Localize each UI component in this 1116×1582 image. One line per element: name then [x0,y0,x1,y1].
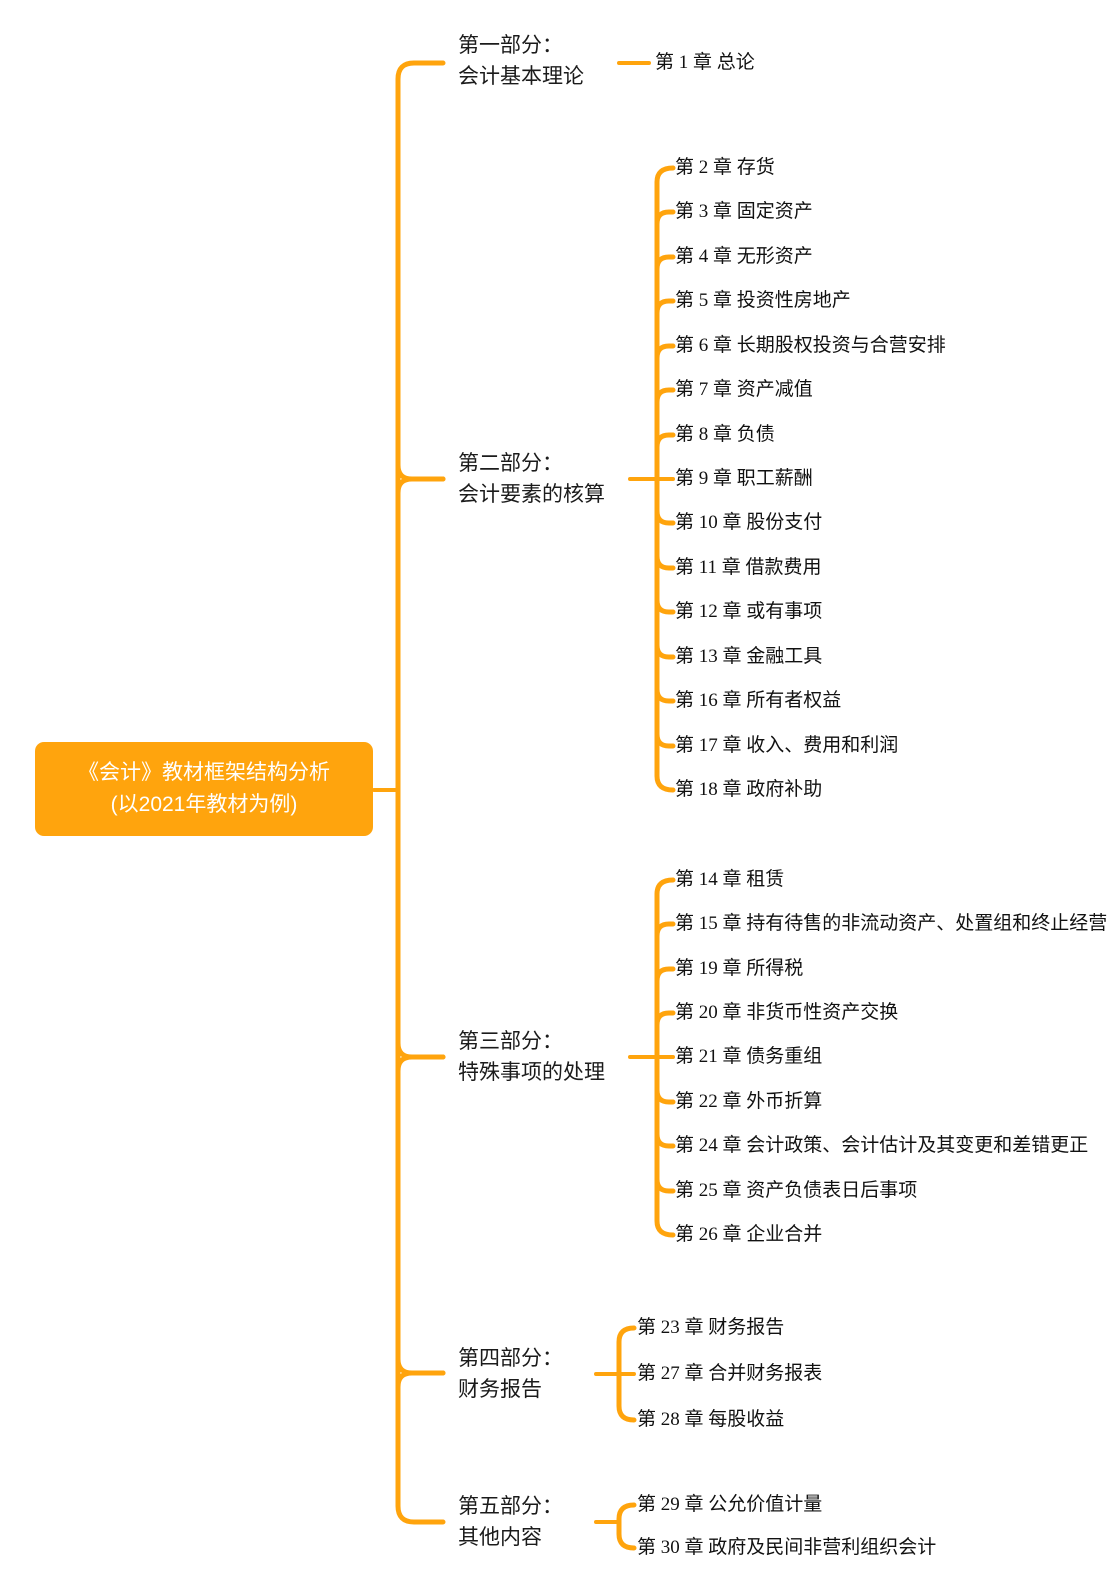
root-topic-node[interactable]: 《会计》教材框架结构分析 (以2021年教材为例) [35,742,373,836]
chapter-node[interactable]: 第 24 章 会计政策、会计估计及其变更和差错更正 [675,1135,1089,1156]
branch-node-part2[interactable]: 第二部分： 会计要素的核算 [458,448,605,510]
chapter-node[interactable]: 第 26 章 企业合并 [675,1224,823,1245]
chapter-node[interactable]: 第 22 章 外币折算 [675,1091,823,1112]
branch-node-part1[interactable]: 第一部分： 会计基本理论 [458,30,584,92]
chapter-node[interactable]: 第 13 章 金融工具 [675,646,823,667]
chapter-node[interactable]: 第 19 章 所得税 [675,958,804,979]
branch-node-part4[interactable]: 第四部分： 财务报告 [458,1343,563,1405]
chapter-node[interactable]: 第 11 章 借款费用 [675,557,822,578]
chapter-node[interactable]: 第 1 章 总论 [655,52,755,73]
branch-label-line2: 其他内容 [458,1526,542,1549]
branch-label-line2: 财务报告 [458,1378,542,1401]
branch-label-line1: 第五部分： [458,1495,563,1518]
chapter-node[interactable]: 第 27 章 合并财务报表 [637,1363,823,1384]
chapter-node[interactable]: 第 20 章 非货币性资产交换 [675,1002,899,1023]
chapter-node[interactable]: 第 9 章 职工薪酬 [675,468,813,489]
branch-label-line1: 第三部分： [458,1030,563,1053]
chapter-node[interactable]: 第 3 章 固定资产 [675,201,813,222]
chapter-node[interactable]: 第 25 章 资产负债表日后事项 [675,1180,918,1201]
chapter-node[interactable]: 第 8 章 负债 [675,424,775,445]
branch-label-line1: 第二部分： [458,452,563,475]
chapter-node[interactable]: 第 5 章 投资性房地产 [675,290,851,311]
chapter-node[interactable]: 第 7 章 资产减值 [675,379,813,400]
chapter-node[interactable]: 第 15 章 持有待售的非流动资产、处置组和终止经营 [675,913,1108,934]
chapter-node[interactable]: 第 10 章 股份支付 [675,512,823,533]
branch-label-line2: 会计要素的核算 [458,483,605,506]
branch-node-part3[interactable]: 第三部分： 特殊事项的处理 [458,1026,605,1088]
root-title-line1: 《会计》教材框架结构分析 [78,761,330,784]
chapter-node[interactable]: 第 14 章 租赁 [675,869,785,890]
chapter-node[interactable]: 第 28 章 每股收益 [637,1409,785,1430]
chapter-node[interactable]: 第 30 章 政府及民间非营利组织会计 [637,1537,937,1558]
chapter-node[interactable]: 第 12 章 或有事项 [675,601,823,622]
chapter-node[interactable]: 第 6 章 长期股权投资与合营安排 [675,335,946,356]
chapter-node[interactable]: 第 2 章 存货 [675,157,775,178]
branch-label-line1: 第四部分： [458,1347,563,1370]
chapter-node[interactable]: 第 29 章 公允价值计量 [637,1494,823,1515]
branch-node-part5[interactable]: 第五部分： 其他内容 [458,1491,563,1553]
chapter-node[interactable]: 第 18 章 政府补助 [675,779,823,800]
branch-label-line2: 会计基本理论 [458,65,584,88]
branch-label-line2: 特殊事项的处理 [458,1061,605,1084]
chapter-node[interactable]: 第 21 章 债务重组 [675,1046,823,1067]
chapter-node[interactable]: 第 16 章 所有者权益 [675,690,842,711]
root-title-line2: (以2021年教材为例) [110,793,298,816]
chapter-node[interactable]: 第 17 章 收入、费用和利润 [675,735,899,756]
chapter-node[interactable]: 第 4 章 无形资产 [675,246,813,267]
branch-label-line1: 第一部分： [458,34,563,57]
chapter-node[interactable]: 第 23 章 财务报告 [637,1317,785,1338]
